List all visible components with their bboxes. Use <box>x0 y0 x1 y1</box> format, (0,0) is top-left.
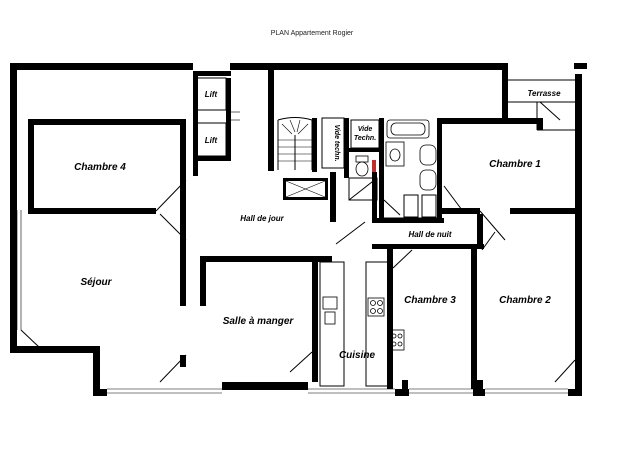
staircase <box>277 117 317 172</box>
room-label-terrasse: Terrasse <box>527 89 561 98</box>
plan-title: PLAN Appartement Rogier <box>271 30 354 37</box>
room-label-hall-de-jour: Hall de jour <box>240 214 284 223</box>
sejour-walls <box>20 246 312 383</box>
room-label-chambre2: Chambre 2 <box>499 295 551 306</box>
chambre2-walls <box>477 214 576 392</box>
room-label-sejour: Séjour <box>80 277 112 288</box>
room-label-cuisine: Cuisine <box>339 350 376 361</box>
room-label-vide-techn-2-line1: Vide <box>358 126 373 133</box>
chambre3-walls <box>387 249 477 392</box>
hall-de-jour-walls <box>159 172 366 264</box>
vide-techn-wall <box>344 118 349 178</box>
room-label-lift1: Lift <box>205 90 218 99</box>
room-label-vide-techn-1: Vide techn. <box>333 124 340 161</box>
room-label-chambre4: Chambre 4 <box>74 162 126 173</box>
outer-walls <box>10 63 587 396</box>
vide-techn-shaft-2 <box>350 119 380 149</box>
hall-de-nuit-walls <box>372 172 484 249</box>
room-label-salle-a-manger: Salle à manger <box>223 316 295 327</box>
lift-shafts <box>193 71 240 176</box>
chambre1-walls <box>442 63 577 241</box>
room-label-lift2: Lift <box>205 136 218 145</box>
room-label-chambre1: Chambre 1 <box>489 159 541 170</box>
cuisine <box>289 256 405 387</box>
room-label-hall-de-nuit: Hall de nuit <box>408 230 451 239</box>
room-label-vide-techn-2-line2: Techn. <box>354 135 376 142</box>
window-frames <box>16 210 568 394</box>
terrasse <box>508 79 575 131</box>
bathroom <box>379 118 442 220</box>
stair-west-wall <box>268 63 274 171</box>
room-label-chambre3: Chambre 3 <box>404 295 456 306</box>
